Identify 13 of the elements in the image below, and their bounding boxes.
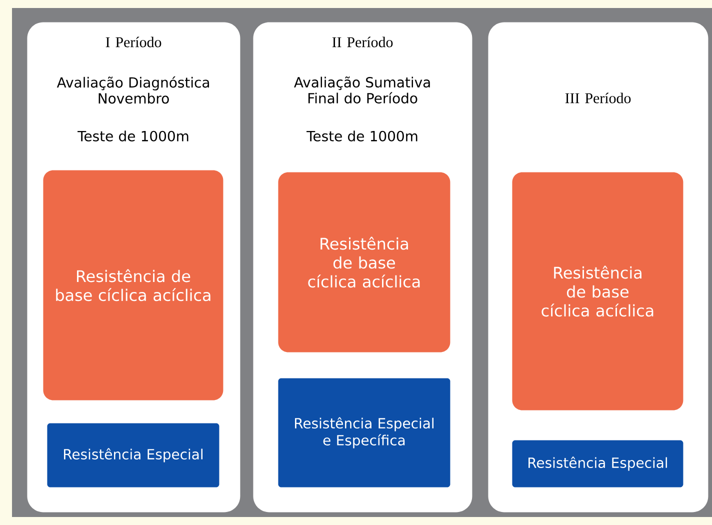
period-heading: III Período <box>565 92 631 104</box>
training-box: Resistência Especial <box>47 423 220 488</box>
training-box: Resistência de base cíclica acíclica <box>278 172 450 352</box>
card-text: Avaliação Diagnóstica Novembro <box>56 76 209 104</box>
training-box: Resistência Especial e Específica <box>278 378 450 488</box>
card-text: Teste de 1000m <box>306 130 418 142</box>
training-box: Resistência Especial <box>512 440 684 488</box>
card-text: Avaliação Sumativa Final do Período <box>294 76 430 104</box>
training-box: Resistência de base cíclica acíclica <box>512 172 684 410</box>
period-heading: I Período <box>106 36 162 48</box>
period-heading: II Período <box>332 36 393 48</box>
training-box: Resistência de base cíclica acíclica <box>43 170 224 400</box>
card-text: Teste de 1000m <box>78 130 188 142</box>
